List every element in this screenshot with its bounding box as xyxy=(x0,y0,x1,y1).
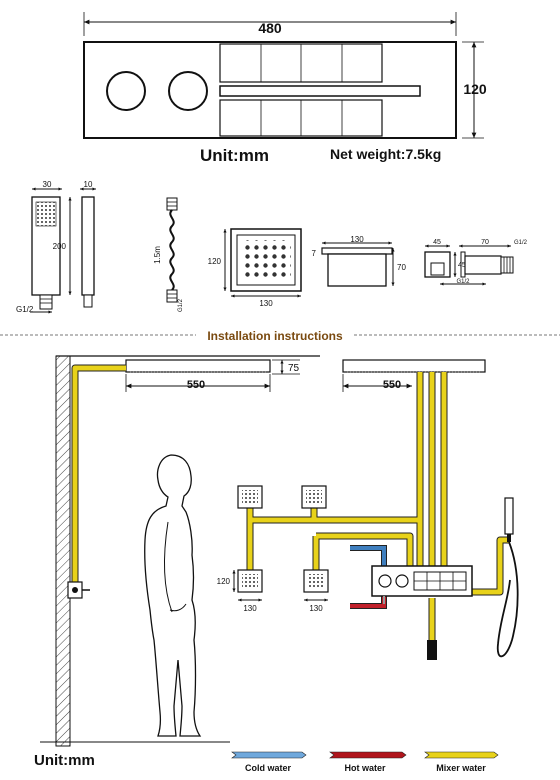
legend-hot-label: Hot water xyxy=(344,763,386,773)
installation-divider: Installation instructions xyxy=(0,329,560,343)
body-jet-tl xyxy=(237,485,263,509)
hand-shower-height: 200 xyxy=(53,242,67,251)
jet-height-label: 120 xyxy=(217,577,231,586)
hose-thread: G1/2 xyxy=(178,298,184,312)
person-figure xyxy=(144,454,202,737)
wall xyxy=(55,355,71,747)
cold-pipe xyxy=(350,546,386,566)
body-jet-bl xyxy=(237,569,263,593)
body-jet-side-width: 130 xyxy=(350,235,364,244)
wall-outlet-drawing: 45 70 45 G1/2 G1/2 xyxy=(424,239,528,286)
body-jet-side-left: 7 xyxy=(312,249,317,258)
outlet-thread-side: G1/2 xyxy=(514,240,528,246)
hand-shower-thread: G1/2 xyxy=(16,305,34,314)
legend-cold-swatch xyxy=(231,751,307,759)
shelf-spout xyxy=(219,85,421,97)
unit-label-bottom: Unit:mm xyxy=(34,752,95,769)
panel-height-label: 120 xyxy=(463,81,487,97)
legend-hot-swatch xyxy=(329,751,407,759)
jet-width-right-label: 130 xyxy=(309,604,323,613)
hand-shower-depth: 10 xyxy=(84,180,93,189)
mixer-pipe-bottom-jets xyxy=(316,533,413,566)
ceiling-shower-side xyxy=(125,359,271,373)
right-knob xyxy=(168,71,208,111)
legend: Cold water Hot water Mixer water xyxy=(231,751,499,773)
legend-mixer-label: Mixer water xyxy=(436,763,486,773)
outlet-thread-bottom: G1/2 xyxy=(456,279,470,285)
installation-title: Installation instructions xyxy=(207,329,343,343)
outlet-height: 45 xyxy=(458,262,466,269)
hand-shower-drawing: 30 10 200 G1/2 xyxy=(16,180,96,314)
mixer-pipe-left xyxy=(72,365,126,585)
hot-pipe xyxy=(350,596,386,608)
top-panel: 480 120 Unit:mm Net weight:7.5kg xyxy=(83,12,487,165)
hand-shower-hose xyxy=(496,541,519,658)
legend-cold: Cold water xyxy=(231,751,307,773)
left-distance-label: 550 xyxy=(187,379,205,391)
body-jet-tr xyxy=(301,485,327,509)
outlet-length: 70 xyxy=(481,239,489,246)
ceiling-drop-label: 75 xyxy=(288,363,300,374)
body-jet-side-right: 70 xyxy=(397,263,406,272)
mixer-pipe-hand xyxy=(470,537,510,595)
jet-width-left-label: 130 xyxy=(243,604,257,613)
right-installation: 550 xyxy=(217,359,519,660)
hose-drawing: 1.5m G1/2 xyxy=(153,197,184,312)
hose-length: 1.5m xyxy=(153,246,162,264)
body-jet-width: 130 xyxy=(259,299,273,308)
mixer-pipe-top-jets xyxy=(247,508,420,523)
hand-shower-width: 30 xyxy=(43,180,52,189)
unit-label-top: Unit:mm xyxy=(200,146,269,165)
left-knob xyxy=(106,71,146,111)
body-jet-front-drawing: 120 130 xyxy=(208,228,302,308)
body-jet-side-drawing: 130 7 70 xyxy=(312,235,406,287)
legend-mixer-swatch xyxy=(424,751,499,759)
right-distance-label: 550 xyxy=(383,379,401,391)
left-installation: 550 75 xyxy=(40,355,320,747)
drain-connector xyxy=(427,640,437,660)
body-jet-br xyxy=(303,569,329,593)
hand-shower-install xyxy=(504,497,514,535)
panel-width-label: 480 xyxy=(258,20,282,36)
body-jet-height: 120 xyxy=(208,257,222,266)
legend-cold-label: Cold water xyxy=(245,763,292,773)
outlet-width: 45 xyxy=(433,239,441,246)
net-weight-label: Net weight:7.5kg xyxy=(330,146,441,162)
legend-hot: Hot water xyxy=(329,751,407,773)
ceiling-shower-front xyxy=(342,359,486,373)
legend-mixer: Mixer water xyxy=(424,751,499,773)
